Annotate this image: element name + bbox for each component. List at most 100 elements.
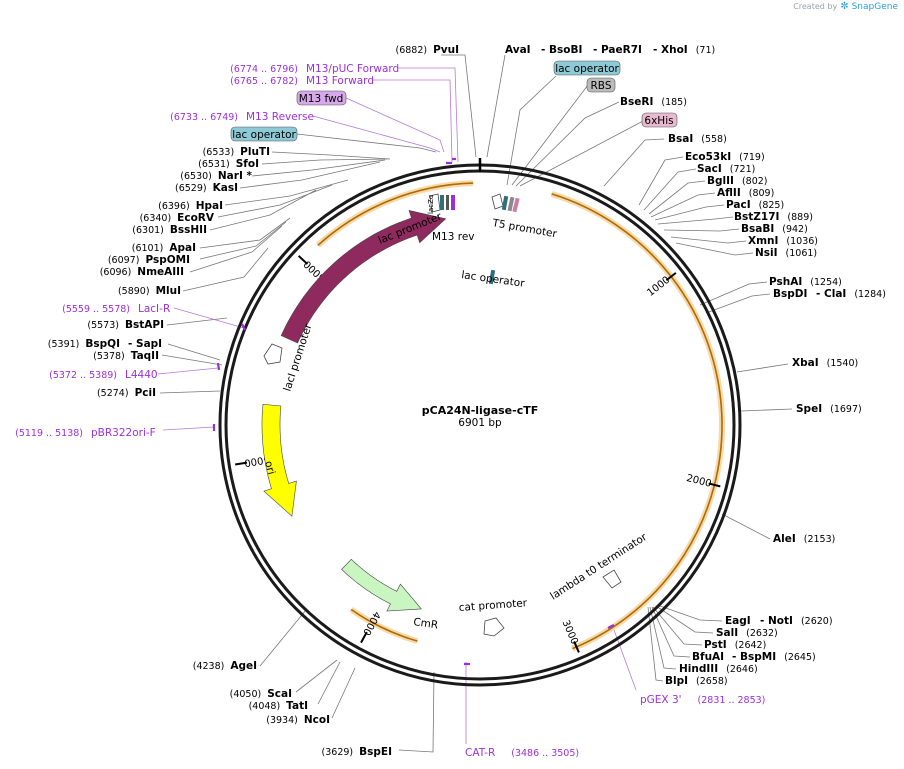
site-paci[interactable]: PacI(825) [726, 199, 784, 211]
feature-CmR-arrow[interactable] [341, 558, 422, 612]
primer-name: LacI-R [138, 303, 170, 315]
primer-l4440[interactable]: L4440(5372 .. 5389) [49, 369, 157, 381]
site-spei[interactable]: SpeI(1697) [796, 403, 862, 415]
tag-rbs[interactable] [586, 77, 616, 93]
primer-mark-laci-r[interactable] [241, 323, 246, 331]
site-xbai[interactable]: XbaI(1540) [792, 357, 858, 369]
feature-lac-operator-box[interactable] [488, 269, 496, 285]
site-position: (3934) [266, 715, 298, 726]
site-scai[interactable]: ScaI(4050) [230, 688, 292, 700]
tag-m13-fwd[interactable] [296, 90, 347, 106]
site-xmni[interactable]: XmnI(1036) [748, 235, 818, 247]
primer-catr[interactable]: CAT-R(3486 .. 3505) [465, 747, 579, 759]
site-pluti[interactable]: PluTI(6533) [203, 146, 270, 158]
site-noti[interactable]: - NotI(2620) [760, 615, 833, 627]
site-pspomi[interactable]: PspOMI(6097) [108, 254, 190, 266]
site-bstapi[interactable]: BstAPI(5573) [87, 319, 164, 331]
site-saci[interactable]: SacI(721) [697, 163, 755, 175]
primer-m13pucforward[interactable]: M13/pUC Forward(6774 .. 6796) [230, 63, 399, 75]
site-nmeaiii[interactable]: NmeAIII(6096) [100, 266, 184, 278]
site-name: BseRI [620, 96, 653, 108]
feature-cat-promoter-arrow[interactable] [483, 617, 505, 637]
site-paer7i[interactable]: - PaeR7I [593, 44, 642, 56]
site-pvui[interactable]: PvuI(6882) [395, 44, 459, 56]
site-position: (5890) [118, 286, 150, 297]
site-bsai[interactable]: BsaI(558) [668, 133, 727, 145]
site-bspqi[interactable]: BspQI(5391) [48, 338, 120, 350]
snapgene-brand: Created by ✼ SnapGene [793, 1, 898, 12]
site-blpi[interactable]: BlpI(2658) [665, 675, 728, 687]
feature-lacI-promoter-arrow[interactable] [263, 343, 283, 365]
primer-lacir[interactable]: LacI-R(5559 .. 5578) [62, 303, 170, 315]
site-position: (2620) [801, 616, 833, 627]
site-bglii[interactable]: BglII(802) [707, 175, 767, 187]
site-psti[interactable]: PstI(2642) [704, 639, 766, 651]
site-bfuai[interactable]: BfuAI [692, 651, 724, 663]
site-name: PstI [704, 639, 727, 651]
site-tati[interactable]: TatI(4048) [249, 700, 308, 712]
site-pcii[interactable]: PciI(5274) [97, 387, 156, 399]
site-name: BstZ17I [734, 211, 779, 223]
feature-lac-operator-mark[interactable] [501, 195, 509, 211]
site-bspmi[interactable]: - BspMI(2645) [732, 651, 816, 663]
site-nari[interactable]: NarI *(6530) [180, 170, 252, 182]
primer-m13reverse[interactable]: M13 Reverse(6733 .. 6749) [170, 111, 314, 123]
site-sapi[interactable]: - SapI [128, 338, 162, 350]
site-position: (1697) [830, 404, 862, 415]
site-eagi[interactable]: EagI [725, 615, 751, 627]
site-aflii[interactable]: AflII(809) [717, 187, 774, 199]
site-bseri[interactable]: BseRI(185) [620, 96, 687, 108]
site-alei[interactable]: AleI(2153) [773, 533, 835, 545]
site-apai[interactable]: ApaI(6101) [132, 242, 196, 254]
primer-marks [212, 157, 615, 666]
site-name: NcoI [304, 714, 330, 726]
tag-lac-operator-left[interactable] [230, 126, 298, 142]
feature-ori-arrow[interactable] [261, 403, 297, 517]
site-position: (2632) [746, 628, 778, 639]
primer-m13forward[interactable]: M13 Forward(6765 .. 6782) [230, 75, 374, 87]
site-position: (721) [730, 164, 756, 175]
site-bstz17i[interactable]: BstZ17I(889) [734, 211, 813, 223]
site-clai[interactable]: - ClaI(1284) [816, 288, 886, 300]
primer-pbr322orif[interactable]: pBR322ori-F(5119 .. 5138) [15, 427, 156, 439]
site-bspei[interactable]: BspEI(3629) [322, 746, 392, 758]
site-bsshii[interactable]: BssHII(6301) [132, 224, 207, 236]
primer-mark-l4440[interactable] [216, 362, 221, 371]
tag-lac-operator-top[interactable] [553, 60, 621, 76]
site-taqii[interactable]: TaqII(5378) [93, 350, 159, 362]
site-bspdi[interactable]: BspDI [773, 288, 807, 300]
site-bsabi[interactable]: BsaBI(942) [741, 223, 808, 235]
site-ncoi[interactable]: NcoI (3934) [266, 714, 330, 726]
tag-6xhis[interactable] [641, 112, 678, 128]
site-ecorv[interactable]: EcoRV(6340) [140, 212, 215, 224]
site-sali[interactable]: SalI(2632) [716, 627, 778, 639]
site-nsii[interactable]: NsiI(1061) [755, 247, 817, 259]
feature-M13-fwd-mark[interactable] [451, 195, 455, 210]
primer-mark-pgex3[interactable] [607, 624, 615, 629]
feature-lambda-terminator-arrow[interactable] [602, 569, 622, 589]
site-sfoi[interactable]: SfoI(6531) [198, 158, 259, 170]
site-bsobi[interactable]: - BsoBI [541, 44, 582, 56]
feature-6xHis-mark[interactable] [512, 197, 520, 213]
site-agei[interactable]: AgeI(4238) [193, 660, 257, 672]
site-hpai[interactable]: HpaI(6396) [158, 200, 223, 212]
feature-RBS-mark[interactable] [507, 196, 515, 212]
site-mlui[interactable]: MluI(5890) [118, 285, 181, 297]
site-kasi[interactable]: KasI(6529) [175, 182, 238, 194]
site-name: AleI [773, 533, 796, 545]
primer-pgex3[interactable]: pGEX 3'(2831 .. 2853) [640, 694, 765, 706]
site-name: KasI [213, 182, 238, 194]
site-xhoi[interactable]: - XhoI(71) [653, 44, 715, 56]
feature-M13-rev-mark[interactable] [440, 195, 444, 210]
tag-lac-operator-top-text: lac operator [555, 63, 619, 75]
site-pshai[interactable]: PshAI(1254) [769, 276, 842, 288]
band-cmr-region[interactable] [349, 607, 419, 645]
feature-lacI-arrow[interactable] [280, 209, 447, 344]
feature-T5-promoter-arrow[interactable] [491, 193, 504, 210]
site-position: (942) [782, 224, 808, 235]
site-hindiii[interactable]: HindIII(2646) [679, 663, 758, 675]
feature-lacZ-mark[interactable] [446, 195, 449, 210]
site-avai[interactable]: AvaI [505, 44, 531, 56]
site-eco53ki[interactable]: Eco53kI(719) [685, 151, 765, 163]
